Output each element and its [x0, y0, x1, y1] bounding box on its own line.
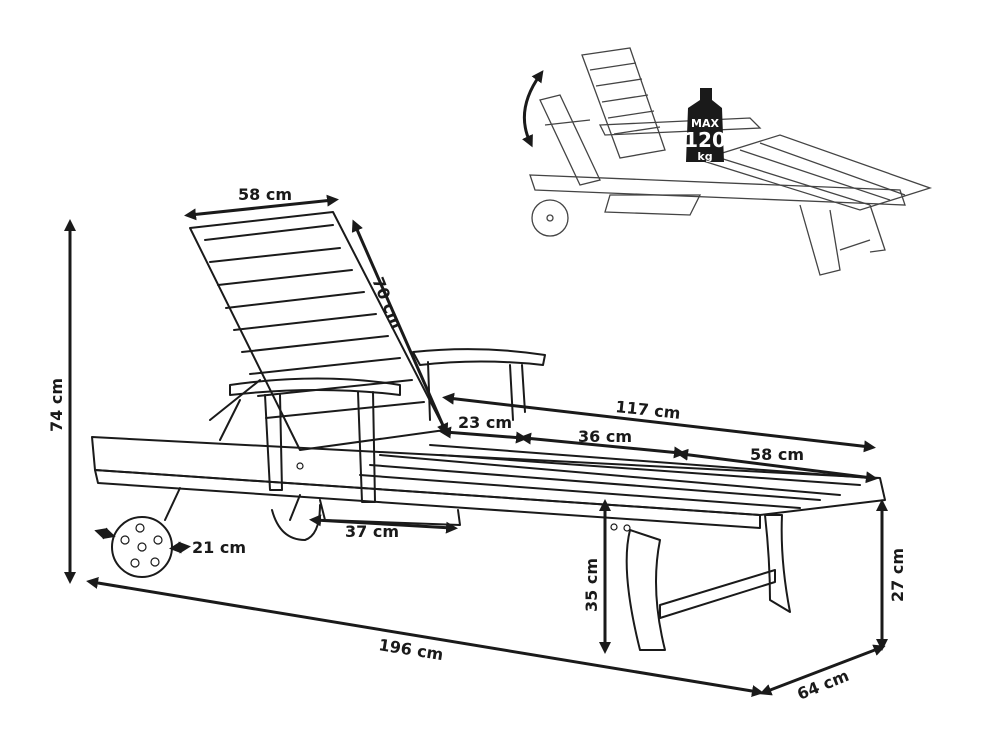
label-backrest-width: 58 cm [238, 185, 292, 204]
label-foot-height: 27 cm [888, 548, 907, 602]
badge-max: MAX [691, 117, 719, 130]
label-wheel-diameter: 21 cm [192, 538, 246, 557]
label-backrest-length: 70 cm [368, 274, 406, 331]
label-seg-1: 23 cm [458, 413, 512, 432]
max-load-badge: MAX 120 kg [684, 88, 726, 163]
label-total-height: 74 cm [47, 378, 66, 432]
dimension-labels: 58 cm 70 cm 74 cm 117 cm 23 cm 36 cm 58 … [47, 185, 907, 704]
label-tray-width: 37 cm [345, 522, 399, 541]
label-seg-2: 36 cm [578, 427, 632, 446]
badge-kg: kg [697, 150, 712, 163]
label-total-width: 64 cm [794, 666, 851, 704]
label-seg-3: 58 cm [750, 445, 804, 464]
label-seat-height: 35 cm [582, 558, 601, 612]
dimension-lines [64, 194, 888, 697]
inset-lounger-illustration: MAX 120 kg [522, 47, 933, 276]
badge-120: 120 [684, 128, 726, 152]
